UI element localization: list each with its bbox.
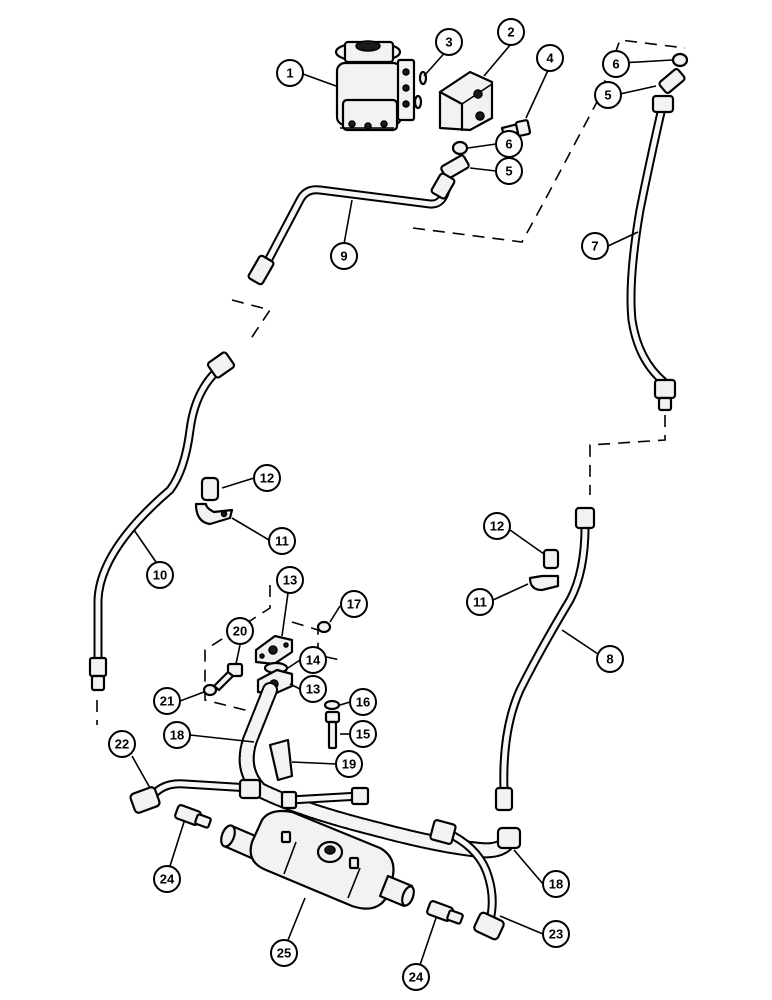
clamp-left bbox=[194, 476, 234, 526]
steering-control-unit bbox=[334, 40, 416, 132]
callout-label: 4 bbox=[546, 51, 554, 66]
callout-11-left: 11 bbox=[268, 527, 296, 555]
callout-label: 8 bbox=[606, 652, 613, 667]
callout-17: 17 bbox=[340, 590, 368, 618]
callout-label: 11 bbox=[275, 534, 289, 549]
callout-15: 15 bbox=[349, 720, 377, 748]
callout-18-right: 18 bbox=[542, 870, 570, 898]
callout-5-mid: 5 bbox=[495, 157, 523, 185]
callout-14: 14 bbox=[299, 646, 327, 674]
callout-13-bottom: 13 bbox=[299, 675, 327, 703]
callout-25: 25 bbox=[270, 939, 298, 967]
callouts: 1 2 3 4 5 6 6 5 7 9 12 11 10 12 11 8 13 … bbox=[108, 18, 630, 991]
pipe-8 bbox=[494, 506, 596, 812]
pipe-22 bbox=[129, 778, 262, 814]
callout-23: 23 bbox=[542, 920, 570, 948]
callout-2: 2 bbox=[497, 18, 525, 46]
seal-washers bbox=[451, 52, 689, 156]
callout-label: 9 bbox=[340, 249, 347, 264]
callout-6-mid: 6 bbox=[495, 130, 523, 158]
callout-label: 24 bbox=[160, 872, 175, 887]
o-rings bbox=[413, 70, 428, 110]
callout-label: 12 bbox=[260, 471, 274, 486]
callout-label: 18 bbox=[170, 728, 184, 743]
pipe-7 bbox=[626, 94, 677, 412]
callout-18-left: 18 bbox=[163, 721, 191, 749]
bolt-15 bbox=[324, 710, 341, 750]
callout-12-left: 12 bbox=[253, 464, 281, 492]
callout-11-right: 11 bbox=[466, 588, 494, 616]
pipe-23 bbox=[429, 819, 505, 941]
callout-5-top: 5 bbox=[594, 81, 622, 109]
washer-16 bbox=[323, 699, 341, 711]
callout-1: 1 bbox=[276, 59, 304, 87]
callout-10: 10 bbox=[146, 561, 174, 589]
callout-label: 22 bbox=[115, 737, 129, 752]
nut-17 bbox=[316, 620, 332, 634]
callout-label: 24 bbox=[409, 970, 424, 985]
callout-21: 21 bbox=[153, 687, 181, 715]
hose-18 bbox=[238, 682, 522, 859]
callout-13-top: 13 bbox=[276, 566, 304, 594]
callout-label: 20 bbox=[233, 624, 247, 639]
flange-plate-upper bbox=[254, 634, 294, 666]
callout-label: 10 bbox=[153, 568, 167, 583]
bolt-20 bbox=[212, 662, 244, 692]
callout-label: 1 bbox=[286, 66, 293, 81]
callout-6-top: 6 bbox=[602, 50, 630, 78]
callout-label: 15 bbox=[356, 727, 370, 742]
callout-12-right: 12 bbox=[483, 512, 511, 540]
callout-label: 13 bbox=[306, 682, 320, 697]
clamp-right bbox=[528, 548, 560, 592]
hose-18-branch bbox=[280, 786, 370, 810]
callout-19: 19 bbox=[335, 750, 363, 778]
steering-cylinder bbox=[220, 809, 415, 910]
leader-lines bbox=[131, 43, 673, 966]
callout-8: 8 bbox=[596, 645, 624, 673]
callout-label: 18 bbox=[549, 877, 563, 892]
pipe-9 bbox=[247, 172, 456, 286]
callout-22: 22 bbox=[108, 730, 136, 758]
callout-label: 21 bbox=[160, 694, 174, 709]
callout-label: 6 bbox=[612, 57, 619, 72]
callout-label: 6 bbox=[505, 137, 512, 152]
dashed-connection-lines bbox=[96, 39, 686, 725]
adapter-block bbox=[438, 70, 494, 132]
adapter-24-right bbox=[426, 900, 464, 925]
callout-label: 14 bbox=[306, 653, 321, 668]
callout-label: 5 bbox=[604, 88, 611, 103]
callout-24-left: 24 bbox=[153, 865, 181, 893]
callout-label: 11 bbox=[473, 595, 487, 610]
callout-20: 20 bbox=[226, 617, 254, 645]
callout-label: 25 bbox=[277, 946, 291, 961]
callout-label: 13 bbox=[283, 573, 297, 588]
callout-3: 3 bbox=[435, 28, 463, 56]
callout-label: 3 bbox=[445, 35, 452, 50]
callout-label: 19 bbox=[342, 757, 356, 772]
adapter-24-left bbox=[174, 804, 212, 829]
callout-label: 2 bbox=[507, 25, 514, 40]
callout-label: 12 bbox=[490, 519, 504, 534]
washer-21 bbox=[202, 683, 218, 697]
callout-24-right: 24 bbox=[402, 963, 430, 991]
callout-16: 16 bbox=[349, 688, 377, 716]
callout-label: 7 bbox=[591, 239, 598, 254]
callout-label: 17 bbox=[347, 597, 361, 612]
callout-label: 23 bbox=[549, 927, 563, 942]
callout-4: 4 bbox=[536, 44, 564, 72]
callout-7: 7 bbox=[581, 232, 609, 260]
callout-9: 9 bbox=[330, 242, 358, 270]
callout-label: 5 bbox=[505, 164, 512, 179]
callout-label: 16 bbox=[356, 695, 370, 710]
pipe-10 bbox=[88, 351, 236, 692]
